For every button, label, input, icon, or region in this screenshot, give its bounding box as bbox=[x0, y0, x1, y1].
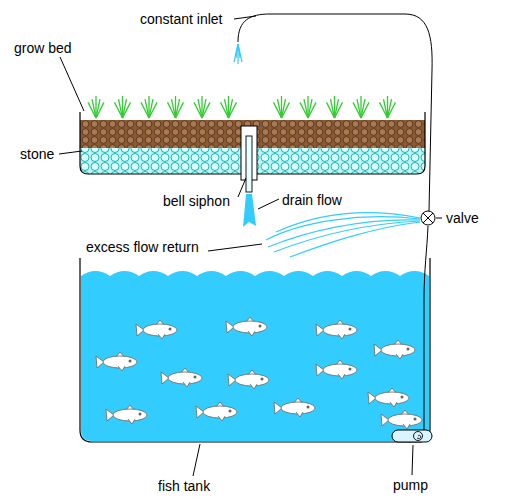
part-label: excess flow return bbox=[86, 239, 199, 255]
bell-siphon bbox=[241, 126, 257, 192]
part-label: stone bbox=[20, 146, 54, 162]
plant bbox=[274, 96, 290, 118]
part-label: bell siphon bbox=[163, 193, 230, 209]
plant bbox=[353, 96, 369, 118]
fish bbox=[316, 320, 357, 339]
plant bbox=[327, 96, 343, 118]
fish bbox=[161, 368, 202, 387]
fish bbox=[368, 388, 409, 407]
plant bbox=[300, 96, 316, 118]
plant bbox=[380, 96, 396, 118]
part-label: constant inlet bbox=[140, 11, 223, 27]
plant bbox=[141, 96, 157, 118]
plant bbox=[115, 96, 131, 118]
part-label: drain flow bbox=[282, 192, 342, 208]
inlet-spray bbox=[234, 44, 242, 64]
plant bbox=[88, 96, 104, 118]
plant bbox=[194, 96, 210, 118]
pump-pipe bbox=[424, 226, 428, 432]
inlet-pipe bbox=[238, 14, 432, 211]
drain-flow bbox=[243, 194, 256, 227]
fish bbox=[96, 352, 137, 371]
fish bbox=[196, 402, 237, 421]
fish bbox=[106, 405, 147, 424]
plant bbox=[168, 96, 184, 118]
fish-group bbox=[96, 317, 422, 429]
fish bbox=[228, 370, 269, 389]
leader-lines bbox=[59, 16, 442, 476]
excess-flow-spray bbox=[266, 213, 420, 257]
fish bbox=[381, 410, 422, 429]
tank-water bbox=[81, 271, 429, 441]
part-label: fish tank bbox=[158, 478, 210, 494]
plant-group bbox=[88, 96, 396, 118]
fish bbox=[316, 360, 357, 379]
part-label: valve bbox=[446, 210, 479, 226]
valve bbox=[421, 211, 435, 225]
fish bbox=[136, 320, 177, 339]
fish-tank bbox=[80, 258, 430, 442]
plant bbox=[221, 96, 237, 118]
fish bbox=[274, 398, 315, 417]
part-label: grow bed bbox=[14, 40, 72, 56]
part-label: pump bbox=[393, 477, 428, 493]
fish bbox=[374, 340, 415, 359]
pump bbox=[392, 430, 432, 442]
fish bbox=[226, 317, 267, 336]
